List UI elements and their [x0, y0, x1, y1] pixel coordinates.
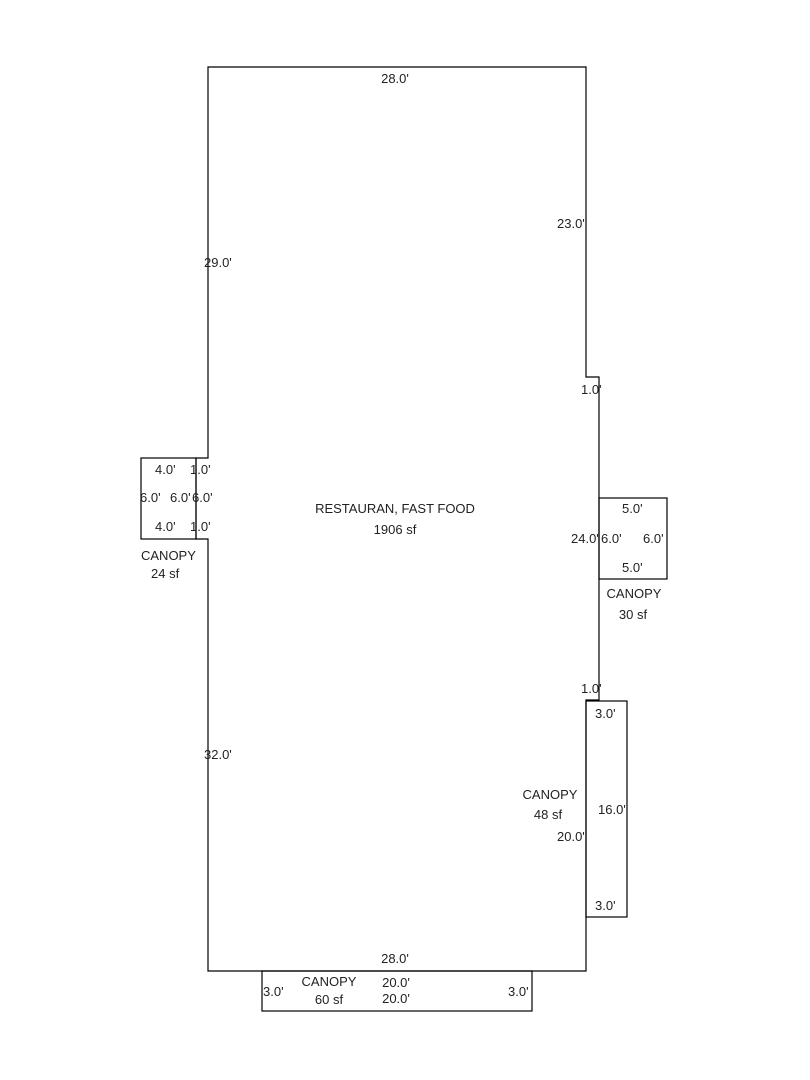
right-upper-canopy-area: 30 sf [619, 607, 648, 622]
right-upper-canopy-dim-top: 5.0' [622, 501, 643, 516]
main-area-size: 1906 sf [374, 522, 417, 537]
left-canopy-dim-jog-bottom: 1.0' [190, 519, 211, 534]
right-lower-canopy-name: CANOPY [523, 787, 578, 802]
bottom-canopy-dim-left: 3.0' [263, 984, 284, 999]
right-lower-canopy-dim-top: 3.0' [595, 706, 616, 721]
right-upper-canopy-outline [598, 497, 668, 580]
right-upper-canopy-dim-bottom: 5.0' [622, 560, 643, 575]
left-canopy-dim-top: 4.0' [155, 462, 176, 477]
main-area-name: RESTAURAN, FAST FOOD [315, 501, 475, 516]
bottom-canopy-dim-top: 20.0' [382, 975, 410, 990]
left-canopy-dim-jog-side: 6.0' [192, 490, 213, 505]
dim-right-middle: 24.0' [571, 531, 599, 546]
right-lower-canopy-dim-side: 16.0' [598, 802, 626, 817]
left-canopy-dim-jog-top: 1.0' [190, 462, 211, 477]
dim-right-jog-lower: 1.0' [581, 681, 602, 696]
dim-bottom: 28.0' [381, 951, 409, 966]
dim-left-upper: 29.0' [204, 255, 232, 270]
right-upper-canopy-dim-left: 6.0' [601, 531, 622, 546]
bottom-canopy-outline [261, 970, 533, 1012]
right-upper-canopy-name: CANOPY [607, 586, 662, 601]
dim-right-jog-upper: 1.0' [581, 382, 602, 397]
right-lower-canopy-area: 48 sf [534, 807, 563, 822]
left-canopy-dim-right: 6.0' [170, 490, 191, 505]
left-canopy-dim-bottom: 4.0' [155, 519, 176, 534]
left-canopy-dim-left: 6.0' [140, 490, 161, 505]
main-building-outline [195, 66, 600, 972]
left-canopy-name: CANOPY [141, 548, 196, 563]
bottom-canopy-area: 60 sf [315, 992, 344, 1007]
dim-right-upper: 23.0' [557, 216, 585, 231]
bottom-canopy-dim-right: 3.0' [508, 984, 529, 999]
bottom-canopy-dim-bottom: 20.0' [382, 991, 410, 1006]
dim-top: 28.0' [381, 71, 409, 86]
dim-left-lower: 32.0' [204, 747, 232, 762]
dim-right-lower: 20.0' [557, 829, 585, 844]
right-lower-canopy-dim-bottom: 3.0' [595, 898, 616, 913]
bottom-canopy-name: CANOPY [302, 974, 357, 989]
right-lower-canopy-outline [585, 700, 628, 918]
left-canopy-outline [140, 457, 197, 540]
right-upper-canopy-dim-right: 6.0' [643, 531, 664, 546]
left-canopy-area: 24 sf [151, 566, 180, 581]
